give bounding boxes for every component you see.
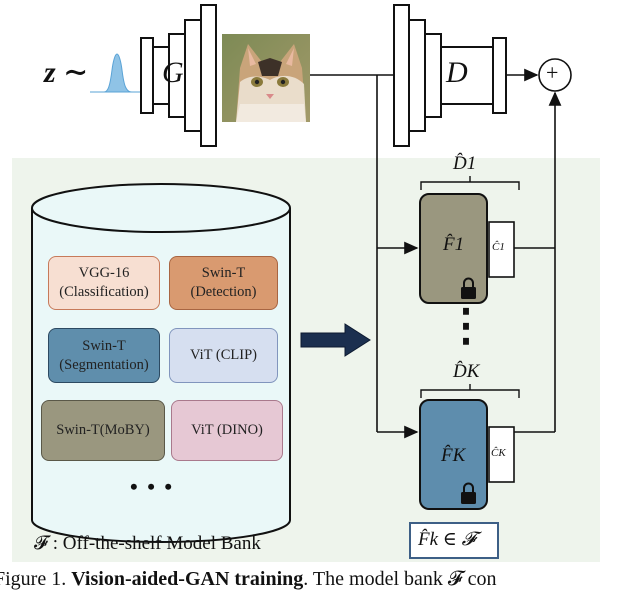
caption-title: Vision-aided-GAN training xyxy=(71,568,304,590)
connection-lines xyxy=(310,68,562,439)
brace-branch-1 xyxy=(420,176,520,190)
model-vit-clip: ViT (CLIP) xyxy=(169,328,278,383)
classifier-k-label: ĈK xyxy=(491,447,506,459)
model-swin-t-moby: Swin-T(MoBY) xyxy=(41,400,165,461)
selection-arrow xyxy=(300,323,371,357)
noise-distribution-icon xyxy=(90,53,140,93)
selection-box xyxy=(409,522,499,559)
sum-symbol: + xyxy=(546,60,559,85)
noise-variable-label: z ∼ xyxy=(44,56,89,89)
model-bank-caption: 𝓕 : Off-the-shelf Model Bank xyxy=(34,533,261,554)
model-bank-dots: • • • xyxy=(130,474,175,499)
feature-k-label: F̂K xyxy=(441,445,466,466)
vertical-dots: ⋮ xyxy=(444,301,488,350)
generator-layers xyxy=(140,4,217,147)
model-vgg16: VGG-16(Classification) xyxy=(48,256,160,310)
model-vit-dino: ViT (DINO) xyxy=(171,400,283,461)
generator-label: G xyxy=(162,56,184,89)
selection-label: F̂k ∈ 𝓕 xyxy=(418,529,476,550)
caption-prefix: Figure 1. xyxy=(0,568,67,590)
brace-branch-k xyxy=(420,384,520,398)
feature-1-label: F̂1 xyxy=(443,234,465,255)
lock-icon xyxy=(461,482,476,504)
cat-image xyxy=(222,34,310,122)
lock-icon xyxy=(461,277,476,299)
sum-node xyxy=(538,58,572,92)
classifier-head-k xyxy=(488,426,515,483)
feature-extractor-1 xyxy=(419,193,488,304)
model-swin-t-detection: Swin-T(Detection) xyxy=(169,256,278,310)
model-swin-t-segmentation: Swin-T(Segmentation) xyxy=(48,328,160,383)
discriminator-layers xyxy=(393,4,507,147)
caption-rest: . The model bank 𝓕 con xyxy=(303,568,497,590)
figure-caption: Figure 1. Vision-aided-GAN training. The… xyxy=(0,568,497,591)
feature-extractor-k xyxy=(419,399,488,510)
discriminator-label: D xyxy=(446,56,468,89)
branch-k-label: D̂K xyxy=(453,361,480,382)
classifier-head-1 xyxy=(488,221,515,278)
branch-1-label: D̂1 xyxy=(453,153,477,174)
classifier-1-label: Ĉ1 xyxy=(492,241,505,253)
